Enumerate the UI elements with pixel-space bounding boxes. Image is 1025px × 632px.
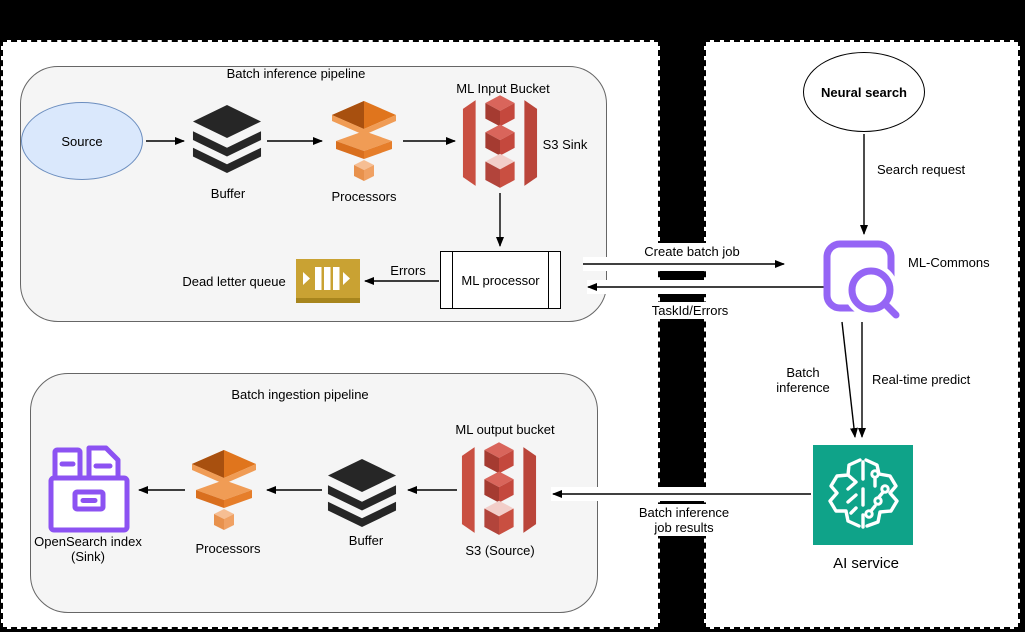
- ml-input-bucket-label: ML Input Bucket: [456, 81, 550, 96]
- ml-commons-label: ML-Commons: [908, 255, 990, 270]
- processors-bottom-label: Processors: [195, 541, 261, 556]
- ml-processor-label: ML processor: [461, 272, 540, 288]
- ml-processor-right-bar: [548, 252, 549, 308]
- batch-ingestion-pipeline-title: Batch ingestion pipeline: [231, 387, 369, 402]
- ml-processor-left-bar: [452, 252, 453, 308]
- dead-letter-queue-label: Dead letter queue: [182, 274, 286, 289]
- batch-inference-pipeline-title: Batch inference pipeline: [226, 66, 366, 81]
- batch-results-label: Batch inference job results: [633, 504, 735, 536]
- buffer-icon: [192, 104, 262, 174]
- buffer-top-label: Buffer: [210, 186, 246, 201]
- neural-search-label: Neural search: [821, 84, 907, 100]
- batch-inference-label: Batch inference: [776, 365, 830, 395]
- errors-label: Errors: [390, 263, 426, 278]
- search-request-label: Search request: [877, 162, 966, 177]
- ml-processor-node: ML processor: [440, 251, 561, 309]
- source-label: Source: [61, 133, 103, 149]
- s3-source-label: S3 (Source): [465, 543, 535, 558]
- source-node: Source: [21, 102, 143, 180]
- ml-output-bucket-label: ML output bucket: [455, 422, 555, 437]
- s3-source-bucket-icon: [461, 442, 537, 535]
- taskid-errors-label: TaskId/Errors: [646, 302, 734, 319]
- realtime-predict-label: Real-time predict: [872, 372, 971, 387]
- s3-bucket-icon: [462, 95, 538, 188]
- ai-service-icon: [813, 445, 913, 545]
- processors-bottom-icon: [192, 450, 256, 530]
- buffer-bottom-label: Buffer: [348, 533, 384, 548]
- s3-sink-label: S3 Sink: [542, 137, 588, 152]
- ai-service-label: AI service: [833, 555, 899, 572]
- neural-search-node: Neural search: [803, 52, 925, 132]
- opensearch-index-label: OpenSearch index (Sink): [34, 534, 142, 564]
- processors-top-label: Processors: [331, 189, 397, 204]
- buffer-bottom-icon: [327, 458, 397, 528]
- processors-icon: [332, 101, 396, 181]
- opensearch-index-icon: [48, 445, 130, 533]
- ml-commons-icon: [823, 240, 903, 324]
- dead-letter-queue-icon: [296, 259, 360, 303]
- create-batch-job-label: Create batch job: [639, 243, 745, 260]
